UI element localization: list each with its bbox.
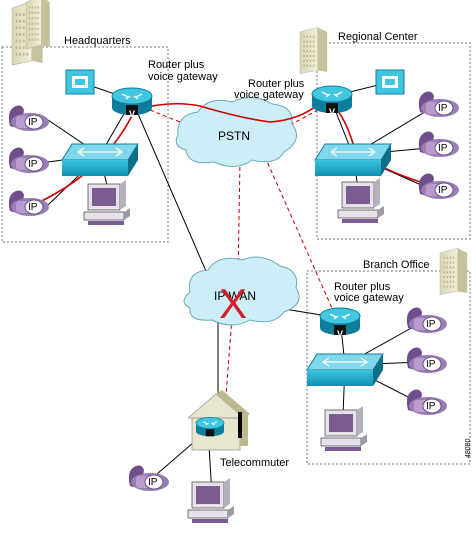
branch-phone-3: IP bbox=[406, 389, 448, 416]
branch-phone-1: IP bbox=[406, 307, 448, 334]
hq-switch-icon bbox=[61, 143, 139, 177]
headquarters-building-icon bbox=[10, 0, 51, 67]
branch-building-icon bbox=[438, 247, 469, 296]
headquarters-label: Headquarters bbox=[64, 35, 131, 47]
regional-router-label-2: voice gateway bbox=[234, 89, 304, 101]
regional-phone-1: IP bbox=[418, 91, 460, 118]
telecommuter-phone: IP bbox=[128, 465, 170, 492]
hq-router-label-1: Router plus bbox=[148, 59, 205, 71]
branch-site-box bbox=[306, 270, 471, 465]
svg-text:IP: IP bbox=[28, 159, 38, 170]
svg-text:IP: IP bbox=[438, 103, 448, 114]
svg-text:IP: IP bbox=[438, 143, 448, 154]
svg-text:IP: IP bbox=[426, 401, 436, 412]
svg-text:IP: IP bbox=[426, 319, 436, 330]
branch-switch-icon bbox=[306, 353, 384, 387]
pstn-cloud: PSTN bbox=[175, 97, 297, 167]
regional-phone-3: IP bbox=[418, 173, 460, 200]
svg-text:IP: IP bbox=[28, 117, 38, 128]
hq-phone-3: IP bbox=[8, 190, 50, 217]
hq-computer-icon bbox=[83, 179, 131, 226]
regional-phone-2: IP bbox=[418, 131, 460, 158]
hq-router-v-badge: V bbox=[129, 109, 135, 119]
svg-text:IP: IP bbox=[148, 477, 158, 488]
telecommuter-router-icon bbox=[195, 416, 225, 437]
regional-router-label-1: Router plus bbox=[248, 78, 305, 90]
branch-label: Branch Office bbox=[363, 259, 429, 271]
svg-text:IP: IP bbox=[28, 202, 38, 213]
pstn-label: PSTN bbox=[218, 129, 250, 143]
regional-building-icon bbox=[298, 26, 329, 75]
branch-router-v-badge: V bbox=[337, 329, 343, 339]
branch-computer-icon bbox=[320, 405, 368, 452]
telecommuter-label: Telecommuter bbox=[220, 457, 289, 469]
svg-text:IP: IP bbox=[438, 185, 448, 196]
hq-router-label-2: voice gateway bbox=[148, 71, 218, 83]
hq-call-manager-icon bbox=[65, 69, 95, 95]
regional-computer-icon bbox=[337, 177, 385, 224]
figure-id: 48080 bbox=[465, 438, 472, 458]
ipwan-label: IP WAN bbox=[214, 289, 256, 303]
regional-label: Regional Center bbox=[338, 31, 418, 43]
failure-x-mark: X bbox=[219, 280, 247, 327]
ipwan-cloud: IP WAN X bbox=[183, 256, 300, 327]
branch-router-label-2: voice gateway bbox=[334, 292, 404, 304]
hq-phone-2: IP bbox=[8, 147, 50, 174]
regional-call-manager-icon bbox=[375, 69, 405, 95]
telecommuter-computer-icon bbox=[187, 477, 235, 524]
hq-phone-1: IP bbox=[8, 105, 50, 132]
regional-router-v-badge: V bbox=[329, 107, 335, 117]
branch-phone-2: IP bbox=[406, 347, 448, 374]
regional-site-box bbox=[316, 42, 471, 240]
regional-switch-icon bbox=[314, 143, 392, 177]
branch-router-label-1: Router plus bbox=[334, 281, 391, 293]
svg-text:IP: IP bbox=[426, 359, 436, 370]
headquarters-site-box bbox=[1, 46, 169, 243]
